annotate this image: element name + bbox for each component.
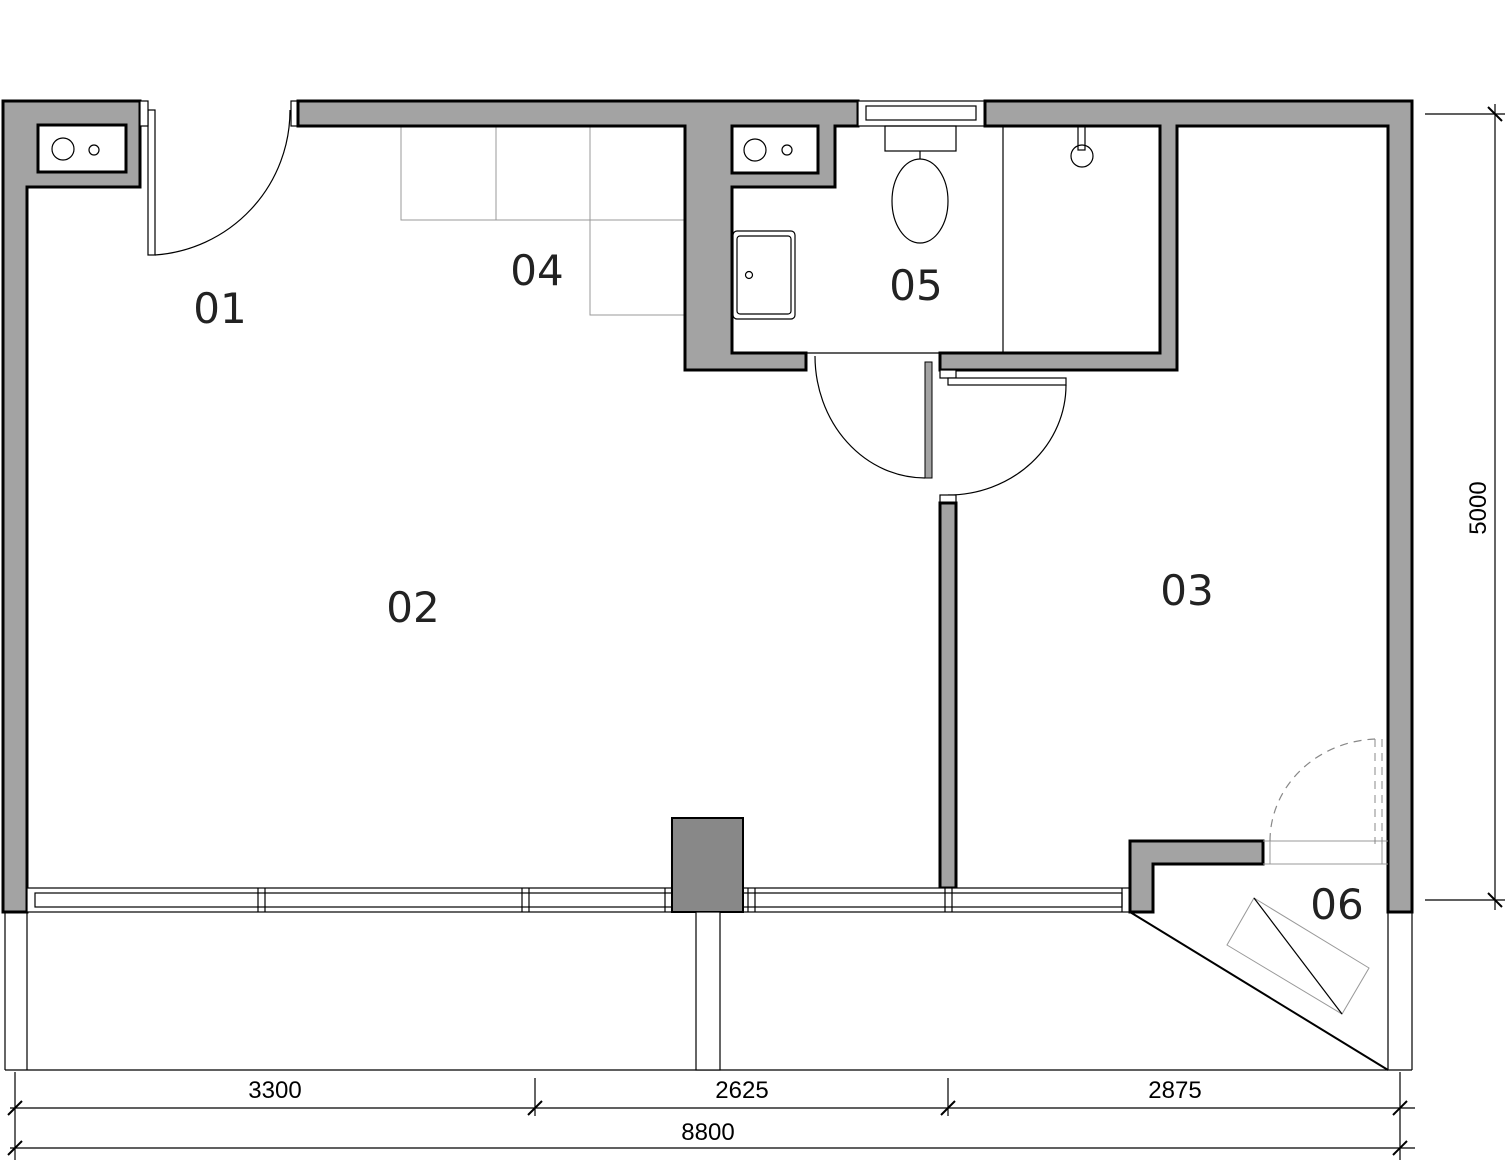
shower-head-icon (1070, 125, 1094, 168)
kitchen-counter-grid (400, 126, 685, 316)
balcony (4, 911, 1413, 1071)
room-label-01: 01 (193, 284, 246, 333)
room-label-04: 04 (510, 246, 563, 295)
dimension-lines-horizontal (7, 1072, 1415, 1160)
dimension-5000: 5000 (1465, 481, 1492, 534)
sink-left-tap (88, 144, 100, 156)
balcony-door (1263, 738, 1388, 865)
bathroom-door (814, 355, 933, 479)
room-label-03: 03 (1160, 566, 1213, 615)
furniture-06 (1226, 897, 1370, 1015)
window-bottom (26, 887, 1131, 913)
window-top (857, 100, 986, 127)
washbasin (732, 230, 796, 320)
sink-bathroom (730, 124, 820, 175)
dimension-2875: 2875 (1148, 1077, 1201, 1104)
room-label-02: 02 (386, 583, 439, 632)
room-label-06: 06 (1310, 880, 1363, 929)
dimension-2625: 2625 (715, 1077, 768, 1104)
sink-bowl (743, 138, 767, 162)
dimension-lines-vertical (1425, 104, 1505, 910)
dimension-8800: 8800 (681, 1119, 734, 1146)
wall-right (938, 99, 1414, 914)
wall-left (1, 99, 142, 914)
sink-tap (781, 144, 793, 156)
column (671, 817, 744, 913)
dimension-3300: 3300 (248, 1077, 301, 1104)
wall-room-06 (1128, 839, 1265, 914)
room-label-05: 05 (889, 261, 942, 310)
bedroom-door (939, 369, 1067, 504)
sink-left (36, 123, 128, 174)
sink-left-bowl (51, 137, 75, 161)
partition-wall (938, 501, 958, 890)
entrance-door (139, 100, 299, 256)
toilet (884, 125, 957, 244)
